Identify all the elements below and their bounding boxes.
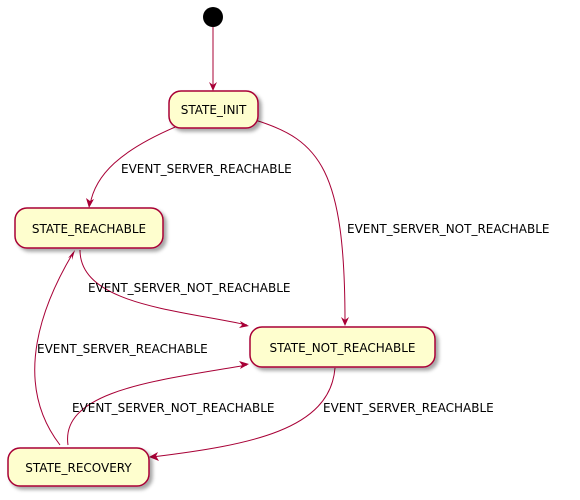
state-reachable (14, 207, 164, 249)
arrowhead (68, 250, 75, 260)
state-not-reachable (249, 326, 436, 368)
state-not-reachable-label: STATE_NOT_REACHABLE (270, 341, 416, 355)
state-reachable-label: STATE_REACHABLE (32, 222, 146, 236)
edge-start-to-init (209, 27, 217, 91)
arrowhead (149, 452, 159, 461)
label-init-to-not-reachable: EVENT_SERVER_NOT_REACHABLE (347, 222, 549, 236)
edge-recovery-to-reachable (34, 250, 75, 446)
edge-reachable-to-not-reachable (79, 249, 249, 328)
label-recovery-to-not-reachable: EVENT_SERVER_NOT_REACHABLE (72, 401, 274, 415)
state-recovery-label: STATE_RECOVERY (25, 461, 132, 475)
start-node (203, 7, 223, 27)
edge-recovery-to-not-reachable (67, 361, 249, 446)
state-init-label: STATE_INIT (181, 103, 247, 117)
label-init-to-reachable: EVENT_SERVER_REACHABLE (121, 162, 292, 176)
arrowhead (209, 82, 217, 91)
label-recovery-to-reachable: EVENT_SERVER_REACHABLE (37, 342, 208, 356)
arrowhead (239, 321, 249, 328)
edge-init-to-not-reachable (254, 119, 349, 326)
state-recovery (7, 447, 150, 487)
state-init (168, 90, 259, 129)
arrowhead (86, 198, 94, 208)
label-reachable-to-not-reachable: EVENT_SERVER_NOT_REACHABLE (88, 281, 290, 295)
edge-not-reachable-to-recovery (149, 367, 336, 461)
edge-init-to-reachable (86, 124, 181, 208)
arrowhead (341, 317, 349, 326)
arrowhead (239, 361, 249, 369)
label-not-reachable-to-recovery: EVENT_SERVER_REACHABLE (323, 401, 494, 415)
